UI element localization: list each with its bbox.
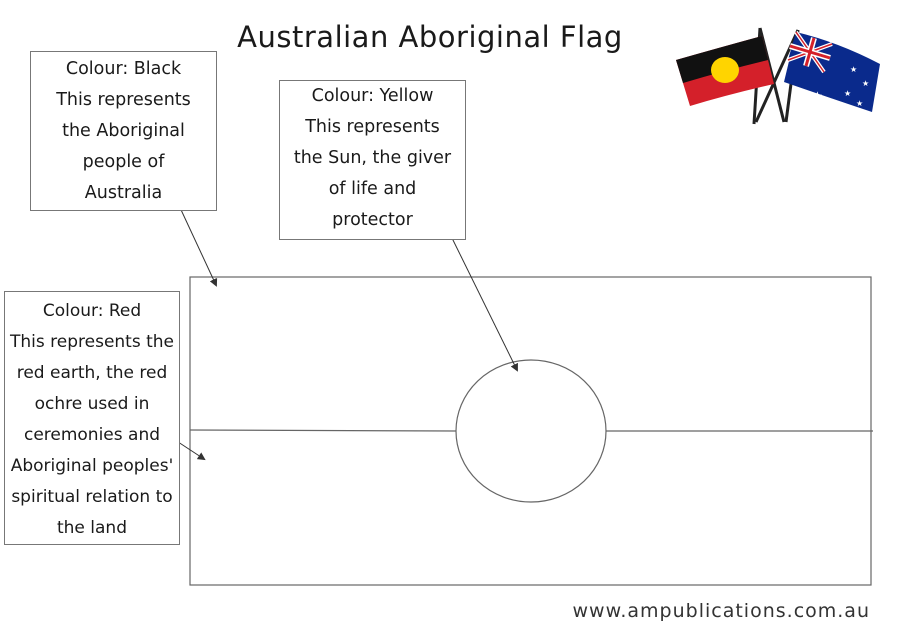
callout-red-line: Aboriginal peoples' (10, 456, 174, 476)
callout-yellow: Colour: Yellow This represents the Sun, … (279, 80, 466, 240)
callout-black-line: Australia (84, 183, 163, 203)
callout-red-line: ochre used in (34, 394, 150, 414)
callout-yellow-line: Colour: Yellow (311, 86, 434, 106)
flag-pole (758, 27, 786, 123)
australian-flag-icon: ★ ★ ★ ★ ★ (784, 30, 880, 112)
callout-red-line: red earth, the red (16, 363, 168, 383)
crossed-flags-icon: ★ ★ ★ ★ ★ (676, 27, 880, 125)
arrow-yellow (450, 235, 518, 372)
svg-text:★: ★ (862, 79, 869, 88)
svg-text:★: ★ (844, 89, 851, 98)
callout-yellow-line: the Sun, the giver (293, 148, 452, 168)
arrow-black (175, 198, 218, 287)
callout-red: Colour: Red This represents the red eart… (4, 291, 180, 545)
svg-text:★: ★ (856, 99, 863, 108)
callout-black-line: people of (82, 152, 165, 172)
callout-black-line: This represents (56, 90, 191, 110)
callout-black-line: Colour: Black (65, 59, 182, 79)
callout-yellow-line: of life and (328, 179, 417, 199)
page-title: Australian Aboriginal Flag (237, 20, 623, 54)
callout-red-line: the land (56, 518, 127, 538)
svg-text:★: ★ (812, 89, 823, 103)
sun-circle (455, 359, 607, 503)
callout-yellow-line: protector (332, 210, 413, 230)
callout-yellow-line: This represents (305, 117, 440, 137)
footer-website: www.ampublications.com.au (572, 600, 870, 622)
flag-divider-left (189, 429, 457, 432)
aboriginal-flag-icon (676, 36, 774, 106)
callout-black: Colour: Black This represents the Aborig… (30, 51, 217, 211)
callout-red-line: Colour: Red (42, 301, 142, 321)
callout-black-line: the Aboriginal (62, 121, 185, 141)
svg-text:★: ★ (850, 65, 857, 74)
callout-red-line: This represents the (10, 332, 174, 352)
callout-red-line: spiritual relation to (11, 487, 173, 507)
callout-red-line: ceremonies and (23, 425, 161, 445)
